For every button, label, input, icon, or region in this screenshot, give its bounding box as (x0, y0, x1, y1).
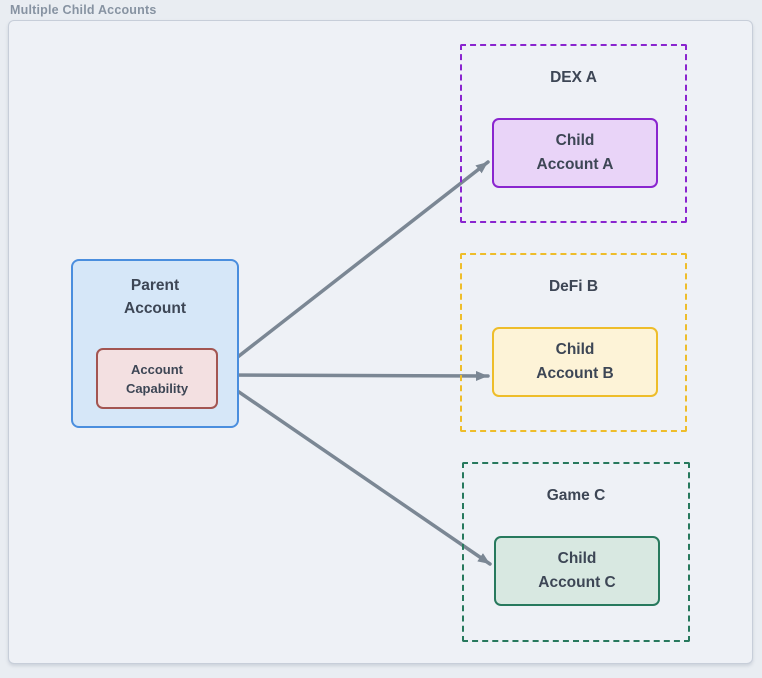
parent-account-label-line2: Account (124, 300, 186, 317)
child-account-b-node: Child Account B (492, 327, 658, 397)
account-capability-node: Account Capability (96, 348, 218, 409)
group-dex-a: DEX A Child Account A (460, 44, 687, 223)
parent-account-label-line1: Parent (130, 277, 180, 294)
group-game-c-label: Game C (546, 487, 606, 504)
diagram-canvas: Parent Account Account Capability DEX A … (8, 20, 753, 664)
diagram-title: Multiple Child Accounts (10, 3, 157, 17)
group-defi-b-label: DeFi B (548, 278, 599, 295)
arrow-capability-to-child-c (218, 377, 492, 566)
parent-account-node: Parent Account Account Capability (71, 259, 239, 428)
arrow-capability-to-child-a (219, 160, 490, 372)
parent-account-label: Parent Account (73, 261, 237, 320)
child-account-c-label-line1: Child (557, 550, 597, 567)
group-game-c: Game C Child Account C (462, 462, 690, 642)
group-dex-a-label: DEX A (550, 69, 597, 86)
child-account-b-label-line2: Account B (536, 365, 614, 382)
account-capability-label-line2: Capability (125, 380, 189, 396)
account-capability-label-line1: Account (131, 361, 183, 377)
child-account-c-label-line2: Account C (538, 574, 616, 591)
child-account-c-node: Child Account C (494, 536, 660, 606)
arrow-capability-to-child-b (220, 370, 490, 381)
group-defi-b: DeFi B Child Account B (460, 253, 687, 432)
child-account-a-node: Child Account A (492, 118, 658, 188)
child-account-b-label-line1: Child (555, 341, 595, 358)
child-account-a-label-line1: Child (555, 132, 595, 149)
child-account-a-label-line2: Account A (536, 156, 614, 173)
